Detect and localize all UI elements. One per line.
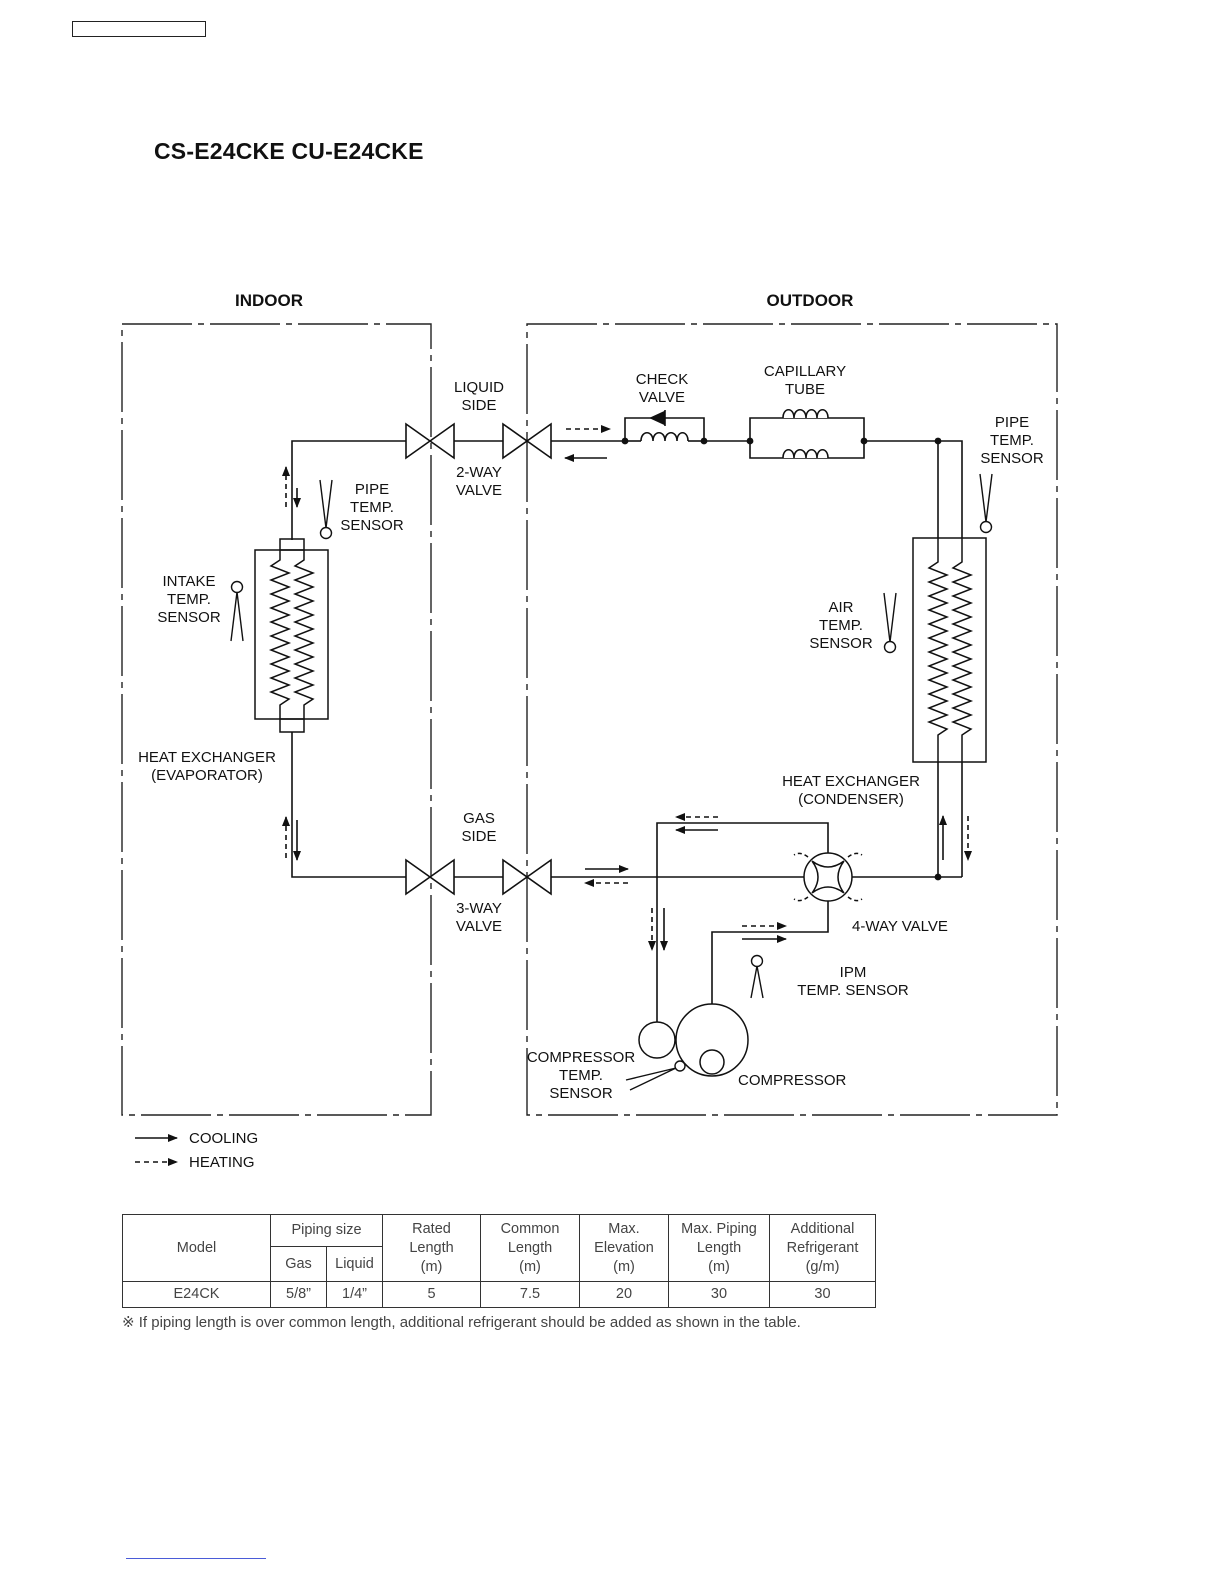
intake-temp-sensor xyxy=(230,580,244,642)
cell-additional-refrigerant: 30 xyxy=(769,1281,876,1308)
pipe-junctions xyxy=(621,437,942,881)
header-max-elevation: Max.Elevation(m) xyxy=(579,1214,669,1282)
cooling-legend-label: COOLING xyxy=(189,1130,258,1147)
flow-arrows xyxy=(282,425,972,951)
legend: COOLING HEATING xyxy=(135,1130,258,1171)
capillary-tube xyxy=(749,408,865,459)
outdoor-heading: OUTDOOR xyxy=(767,291,854,310)
compressor-temp-sensor xyxy=(625,1060,686,1091)
indoor-heading: INDOOR xyxy=(235,291,303,310)
liquid-side-indoor-valve xyxy=(405,422,455,460)
heating-legend-label: HEATING xyxy=(189,1154,255,1171)
page-title: CS-E24CKE CU-E24CKE xyxy=(154,138,424,164)
air-temp-sensor xyxy=(883,592,897,654)
header-box xyxy=(72,21,206,37)
three-way-valve xyxy=(502,858,552,896)
cell-max-elevation: 20 xyxy=(579,1281,669,1308)
cell-liquid: 1/4” xyxy=(326,1281,383,1308)
header-liquid: Liquid xyxy=(326,1246,383,1282)
condenser-coil xyxy=(912,537,987,763)
refrigerant-cycle-diagram: INDOOR OUTDOOR xyxy=(121,291,1058,1171)
condenser-label: HEAT EXCHANGER(CONDENSER) xyxy=(782,773,920,808)
gas-side-indoor-valve xyxy=(405,858,455,896)
cell-common-length: 7.5 xyxy=(480,1281,580,1308)
indoor-pipe-temp-sensor xyxy=(319,479,333,540)
outdoor-pipe-temp-sensor xyxy=(979,473,993,534)
table-subheader-row: Gas Liquid xyxy=(123,1246,876,1282)
four-way-valve-label: 4-WAY VALVE xyxy=(852,918,948,935)
table-row: E24CK 5/8” 1/4” 5 7.5 20 30 30 xyxy=(122,1281,876,1308)
footer-rule xyxy=(126,1558,266,1559)
header-piping-size: Piping size xyxy=(270,1214,383,1247)
cell-gas: 5/8” xyxy=(270,1281,327,1308)
check-valve xyxy=(624,410,705,442)
header-model: Model xyxy=(122,1214,271,1282)
indoor-unit-boundary xyxy=(121,323,432,1116)
evaporator-label: HEAT EXCHANGER(EVAPORATOR) xyxy=(138,749,276,784)
cell-model: E24CK xyxy=(122,1281,271,1308)
two-way-valve xyxy=(502,422,552,460)
cell-rated-length: 5 xyxy=(382,1281,481,1308)
header-gas: Gas xyxy=(270,1246,327,1282)
outdoor-unit-boundary xyxy=(526,323,1058,1116)
compressor xyxy=(638,1003,749,1077)
footnote: ※ If piping length is over common length… xyxy=(122,1314,801,1331)
cell-max-piping-length: 30 xyxy=(668,1281,770,1308)
refrigerant-piping xyxy=(291,440,963,1022)
evaporator-coil xyxy=(254,538,329,733)
ipm-temp-sensor xyxy=(750,954,764,999)
four-way-valve xyxy=(793,852,863,902)
compressor-label: COMPRESSOR xyxy=(738,1072,847,1089)
